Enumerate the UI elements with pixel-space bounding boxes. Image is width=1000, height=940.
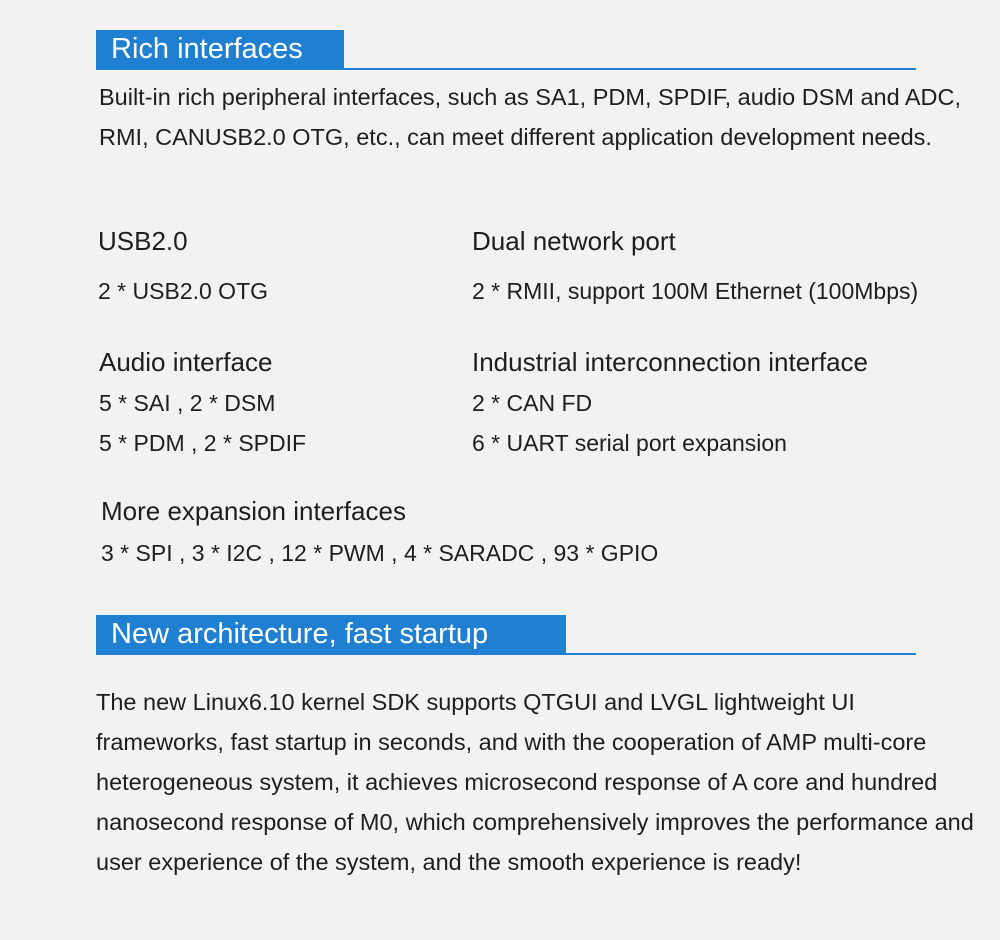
audio-title: Audio interface (99, 347, 273, 377)
more-expansion-line: 3 * SPI , 3 * I2C , 12 * PWM , 4 * SARAD… (101, 540, 659, 566)
audio-block: Audio interface 5 * SAI , 2 * DSM 5 * PD… (99, 346, 306, 463)
architecture-heading: New architecture, fast startup (96, 615, 566, 653)
rich-interfaces-heading: Rich interfaces (96, 30, 344, 68)
network-title: Dual network port (472, 226, 676, 256)
more-expansion-title: More expansion interfaces (101, 496, 406, 526)
network-line: 2 * RMII, support 100M Ethernet (100Mbps… (472, 278, 919, 304)
industrial-title: Industrial interconnection interface (472, 347, 869, 377)
architecture-banner: New architecture, fast startup (96, 615, 916, 655)
usb-block: USB2.0 2 * USB2.0 OTG (98, 225, 268, 311)
more-expansion-block: More expansion interfaces 3 * SPI , 3 * … (101, 495, 658, 573)
usb-line: 2 * USB2.0 OTG (98, 278, 269, 304)
rich-interfaces-description: Built-in rich peripheral interfaces, suc… (99, 84, 962, 150)
architecture-description: The new Linux6.10 kernel SDK supports QT… (96, 689, 974, 875)
audio-line: 5 * PDM , 2 * SPDIF (99, 430, 307, 456)
industrial-block: Industrial interconnection interface 2 *… (472, 346, 868, 463)
industrial-line: 2 * CAN FD (472, 390, 593, 416)
industrial-line: 6 * UART serial port expansion (472, 430, 787, 456)
network-block: Dual network port 2 * RMII, support 100M… (472, 225, 918, 311)
rich-interfaces-banner: Rich interfaces (96, 30, 916, 70)
usb-title: USB2.0 (98, 226, 188, 256)
audio-line: 5 * SAI , 2 * DSM (99, 390, 276, 416)
